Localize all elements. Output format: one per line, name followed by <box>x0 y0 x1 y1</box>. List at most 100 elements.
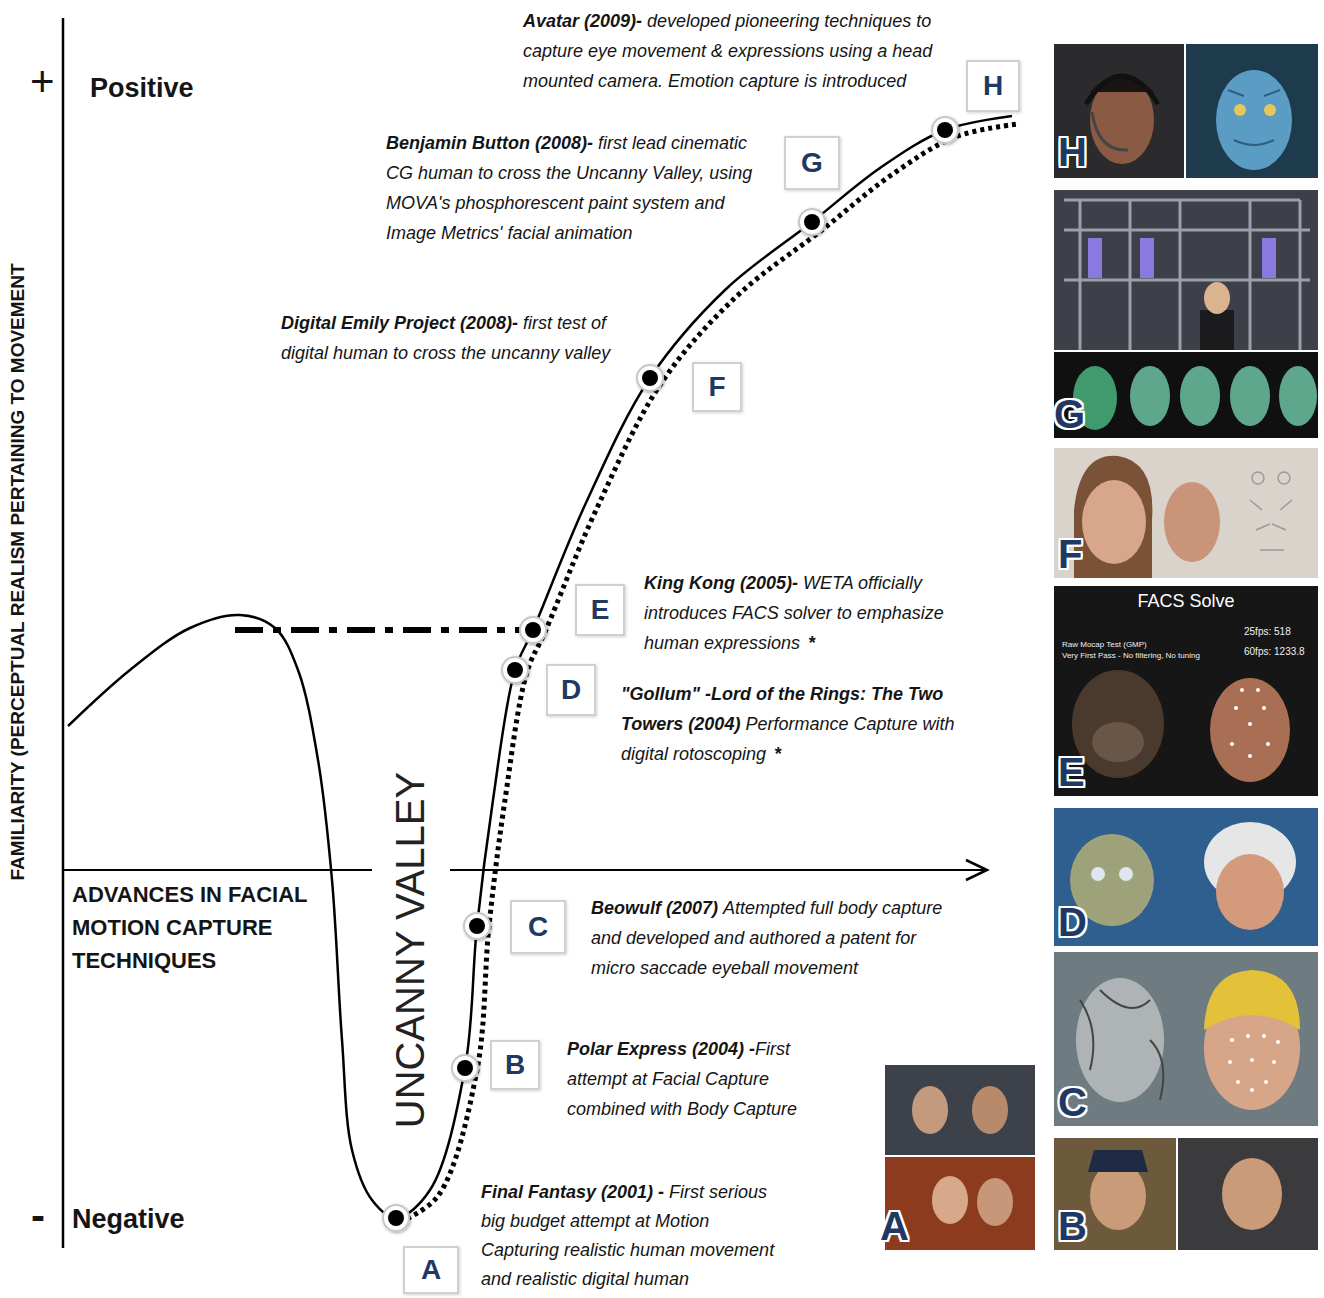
photo-beowulf <box>1054 952 1318 1126</box>
axis-sign: - <box>31 1194 45 1238</box>
actor-face <box>1216 854 1284 930</box>
box-letter: C <box>528 913 548 941</box>
painted-face <box>1130 366 1170 426</box>
photo-letter: F <box>1058 532 1082 576</box>
photo-caption-text: 25fps: 518 <box>1244 626 1291 637</box>
axis-pole: Positive <box>90 72 194 104</box>
milestone-dot <box>507 662 523 678</box>
digital-face <box>932 1176 968 1224</box>
dotted-curve <box>400 124 1018 1222</box>
milestone-note: Polar Express (2004) -First attempt at F… <box>567 1034 825 1124</box>
note-title: Final Fantasy (2001) - <box>481 1182 664 1202</box>
box-letter: A <box>421 1256 441 1284</box>
dot-halo <box>520 617 546 643</box>
photo-letter: A <box>880 1204 909 1248</box>
photo-caption-text: FACS Solve <box>1137 591 1234 611</box>
photo-caption-text: Raw Mocap Test (GMP) <box>1062 640 1147 649</box>
dot-halo <box>383 1205 409 1231</box>
painted-face <box>1279 366 1317 426</box>
milestone-dot <box>804 214 820 230</box>
photo-letter-text: A <box>880 1204 909 1248</box>
axis-sign-text: - <box>31 1192 45 1239</box>
dot-halo <box>637 365 663 391</box>
box-letter: E <box>591 596 610 624</box>
actor-face <box>1210 678 1290 782</box>
photo-caption: FACS Solve <box>1054 590 1318 612</box>
actor-face <box>1222 1158 1282 1230</box>
photo-caption-text: Very First Pass - No filtering, No tunin… <box>1062 651 1200 660</box>
photo-caption: Very First Pass - No filtering, No tunin… <box>1062 651 1200 661</box>
photo-caption: Raw Mocap Test (GMP) <box>1062 640 1147 650</box>
milestone-note: "Gollum" -Lord of the Rings: The Two Tow… <box>621 679 996 769</box>
y-axis <box>62 18 65 1248</box>
axis-title-text: FAMILIARITY (PERCEPTUAL REALISM PERTAINI… <box>7 263 28 880</box>
milestone-dot <box>642 370 658 386</box>
kong-muzzle <box>1092 722 1144 762</box>
painted-face <box>1180 366 1220 426</box>
head-camera <box>1092 112 1128 150</box>
photo-ground <box>1054 808 1318 946</box>
letter-box: F <box>692 362 742 412</box>
capture-cap <box>1204 970 1300 1030</box>
milestone-dot <box>937 122 953 138</box>
box-letter: D <box>561 676 581 704</box>
milestone-dots <box>383 117 958 1231</box>
photo-ground <box>1186 44 1318 178</box>
photo-ground <box>1054 448 1318 578</box>
navi-stripes <box>1228 90 1280 145</box>
photo-ground <box>1054 190 1318 350</box>
milestone-dot <box>525 622 541 638</box>
box-letter: F <box>708 373 725 401</box>
uncanny-curve <box>68 116 1012 1218</box>
footnote-star: * <box>774 744 781 764</box>
letter-box: G <box>784 136 840 190</box>
photo-ground <box>885 1065 1035 1155</box>
axis-arrowhead <box>966 860 987 880</box>
sensor-wires <box>1080 990 1163 1100</box>
axis-pole-text: Negative <box>72 1204 185 1234</box>
facs-schematic <box>1250 472 1292 550</box>
mocap-markers <box>1228 1034 1280 1092</box>
region-label-text: UNCANNY VALLEY <box>388 772 432 1128</box>
note-title: Avatar (2009)- <box>523 11 642 31</box>
axis-sign: + <box>30 60 55 104</box>
emily-hair <box>1074 456 1152 578</box>
photo-letter: H <box>1058 130 1087 174</box>
photo-letter-text: F <box>1058 532 1082 576</box>
photo-ground <box>1054 44 1184 178</box>
photo-letter: B <box>1058 1204 1087 1248</box>
dot-halo <box>932 117 958 143</box>
photo-letter-text: B <box>1058 1204 1087 1248</box>
letter-box: B <box>490 1040 540 1090</box>
digital-face <box>977 1178 1013 1226</box>
photo-digital-emily <box>1054 448 1318 578</box>
photo-ground <box>1054 586 1318 796</box>
milestone-note: Beowulf (2007)Attempted full body captur… <box>591 893 959 983</box>
milestone-dot <box>457 1060 473 1076</box>
photo-letter-text: D <box>1058 900 1087 944</box>
letter-box: C <box>510 900 566 954</box>
box-letter: B <box>505 1051 525 1079</box>
navi-face <box>1216 70 1292 170</box>
dot-halo <box>452 1055 478 1081</box>
rig-light <box>1140 238 1154 278</box>
emily-face <box>1082 480 1146 564</box>
rig-light <box>1262 238 1276 278</box>
photo-ground <box>1178 1138 1318 1250</box>
note-title: Beowulf (2007) <box>591 898 718 918</box>
gollum-eye <box>1119 867 1133 881</box>
actor-face <box>1076 978 1164 1102</box>
photo-ground <box>1054 352 1318 438</box>
milestone-dot <box>469 918 485 934</box>
gollum-eye <box>1091 867 1105 881</box>
photo-letter: G <box>1054 392 1085 436</box>
axis-pole: Negative <box>72 1203 185 1235</box>
photo-letter-text: C <box>1058 1080 1087 1124</box>
photo-ground <box>1054 1138 1176 1250</box>
curve-group <box>68 116 1018 1222</box>
actor-face <box>972 1086 1008 1134</box>
axis-title-text: ADVANCES IN FACIAL MOTION CAPTURE TECHNI… <box>72 882 307 973</box>
photo-facs-solve <box>1054 586 1318 796</box>
letter-box: H <box>966 60 1020 112</box>
footnote-star: * <box>808 633 815 653</box>
